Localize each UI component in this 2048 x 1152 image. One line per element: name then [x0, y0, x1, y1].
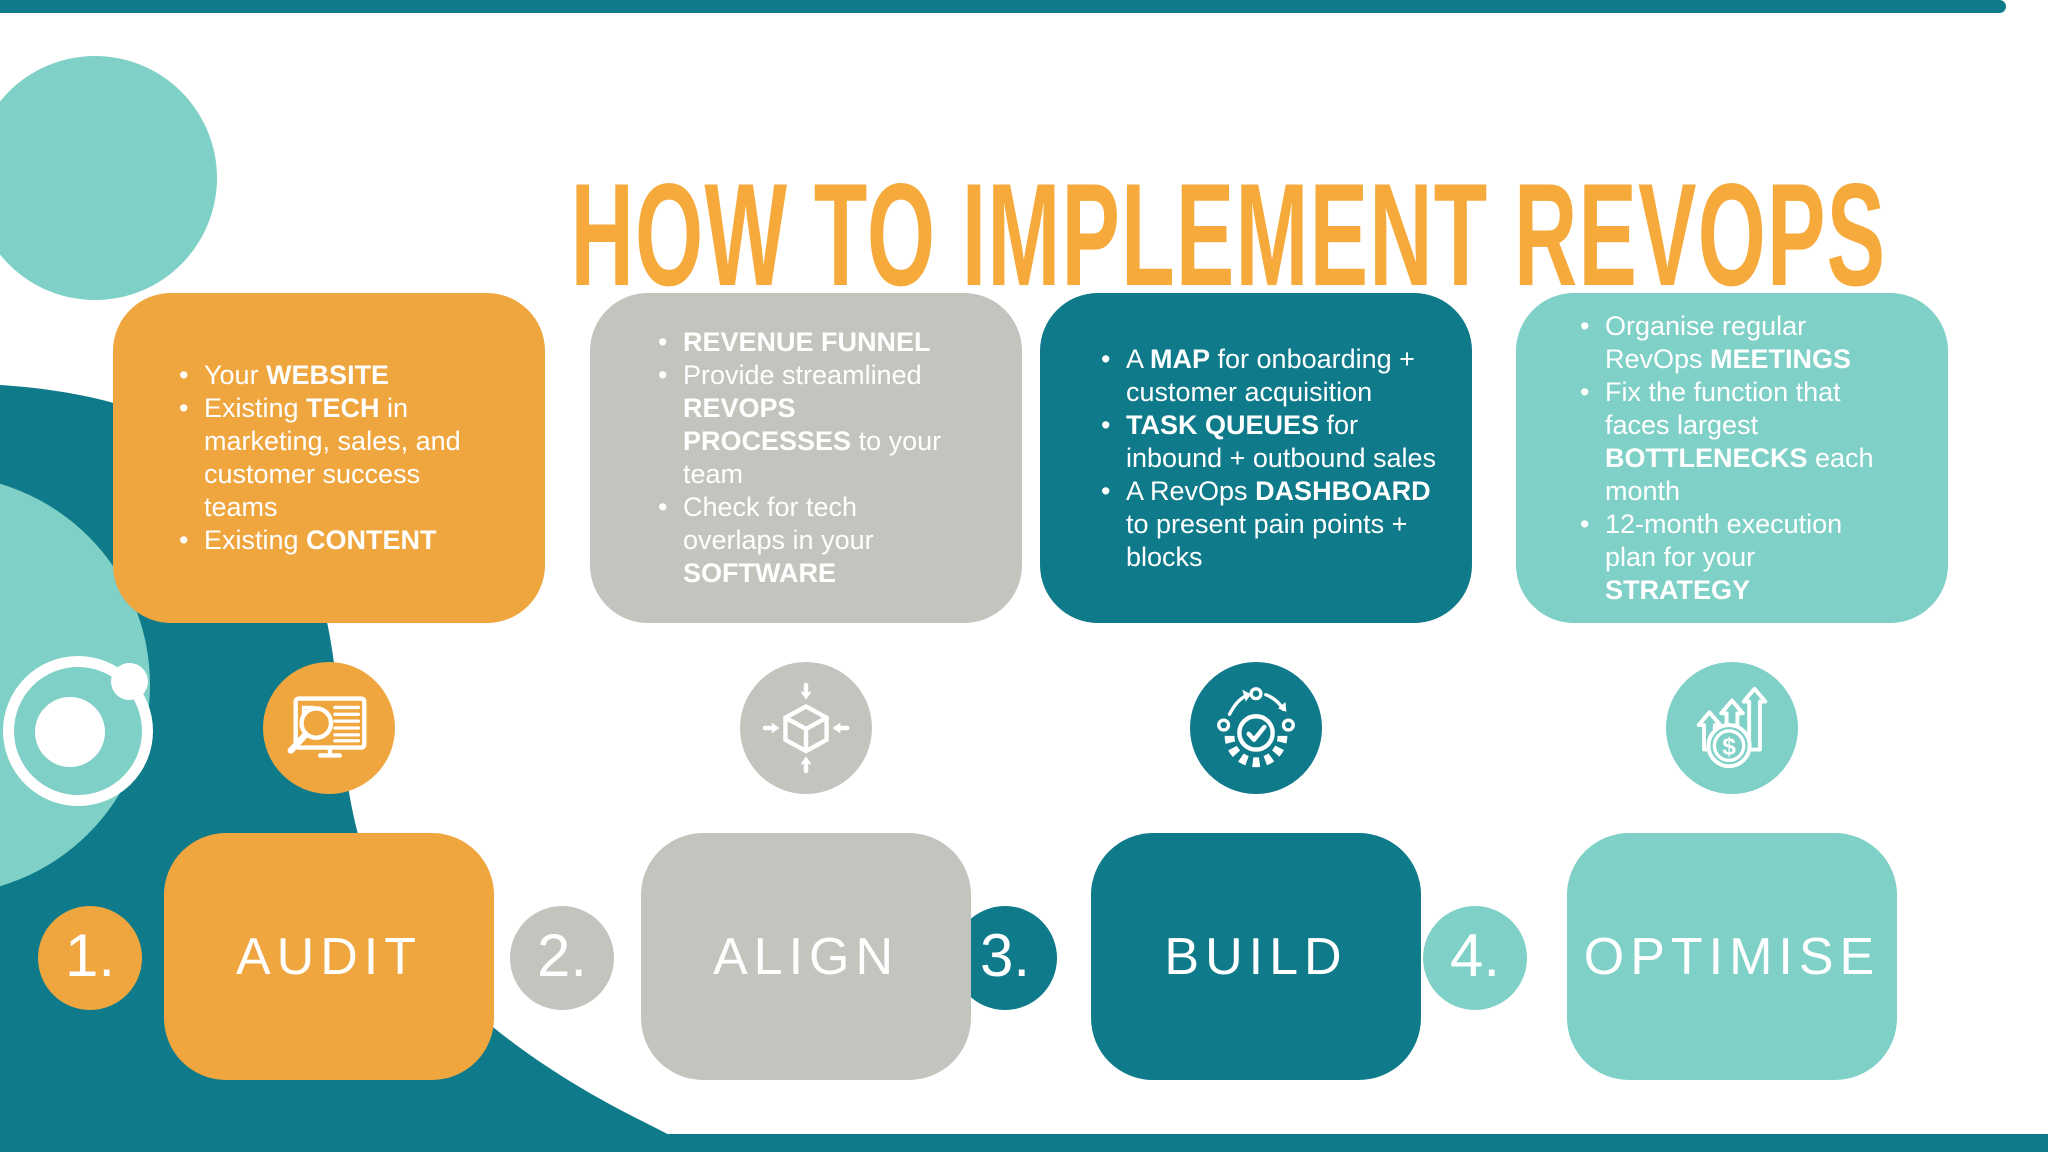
page-title: HOW TO IMPLEMENT REVOPS — [570, 152, 1887, 316]
screen-magnifier-audit-icon — [287, 696, 367, 758]
decorative-circle-top-left — [0, 56, 217, 300]
cube-converging-arrows-icon — [762, 682, 850, 774]
optimise-detail-card: Organise regular RevOps MEETINGSFix the … — [1516, 293, 1948, 623]
orbit-satellite-icon — [111, 663, 148, 700]
bullet-item: Organise regular RevOps MEETINGS — [1574, 310, 1896, 376]
growth-arrows-dollar-icon: $ — [1696, 686, 1768, 769]
build-bullet-list: A MAP for onboarding + customer acquisit… — [1095, 343, 1437, 574]
audit-bullet-list: Your WEBSITEExisting TECH in marketing, … — [173, 359, 465, 557]
step-pill-optimise: OPTIMISE — [1567, 833, 1897, 1080]
bullet-item: Fix the function that faces largest BOTT… — [1574, 376, 1896, 508]
bullet-item: 12-month execution plan for your STRATEG… — [1574, 508, 1896, 607]
audit-detail-card: Your WEBSITEExisting TECH in marketing, … — [113, 293, 545, 623]
top-accent-bar — [0, 0, 2006, 13]
orbit-core-icon — [35, 697, 105, 767]
bullet-item: A MAP for onboarding + customer acquisit… — [1095, 343, 1437, 409]
step-pill-build: BUILD — [1091, 833, 1421, 1080]
bullet-item: TASK QUEUES for inbound + outbound sales — [1095, 409, 1437, 475]
bullet-item: Existing CONTENT — [173, 524, 465, 557]
bullet-item: Existing TECH in marketing, sales, and c… — [173, 392, 465, 524]
align-bullet-list: REVENUE FUNNELProvide streamlined REVOPS… — [652, 326, 964, 590]
gear-checkmark-process-icon — [1217, 687, 1295, 768]
align-detail-card: REVENUE FUNNELProvide streamlined REVOPS… — [590, 293, 1022, 623]
bullet-item: Check for tech overlaps in your SOFTWARE — [652, 491, 964, 590]
bottom-accent-bar — [0, 1134, 2048, 1152]
step-number-4: 4. — [1423, 906, 1527, 1010]
bullet-item: REVENUE FUNNEL — [652, 326, 964, 359]
orbit-logo — [0, 650, 170, 820]
build-detail-card: A MAP for onboarding + customer acquisit… — [1040, 293, 1472, 623]
bullet-item: Provide streamlined REVOPS PROCESSES to … — [652, 359, 964, 491]
bullet-item: A RevOps DASHBOARD to present pain point… — [1095, 475, 1437, 574]
step-number-2: 2. — [510, 906, 614, 1010]
optimise-icon-badge: $ — [1666, 662, 1798, 794]
bullet-item: Your WEBSITE — [173, 359, 465, 392]
align-icon-badge — [740, 662, 872, 794]
audit-icon-badge — [263, 662, 395, 794]
step-pill-align: ALIGN — [641, 833, 971, 1080]
svg-text:$: $ — [1722, 733, 1736, 760]
step-pill-audit: AUDIT — [164, 833, 494, 1080]
build-icon-badge — [1190, 662, 1322, 794]
optimise-bullet-list: Organise regular RevOps MEETINGSFix the … — [1574, 310, 1896, 607]
step-number-1: 1. — [38, 906, 142, 1010]
orbit-ring-icon — [3, 656, 153, 806]
